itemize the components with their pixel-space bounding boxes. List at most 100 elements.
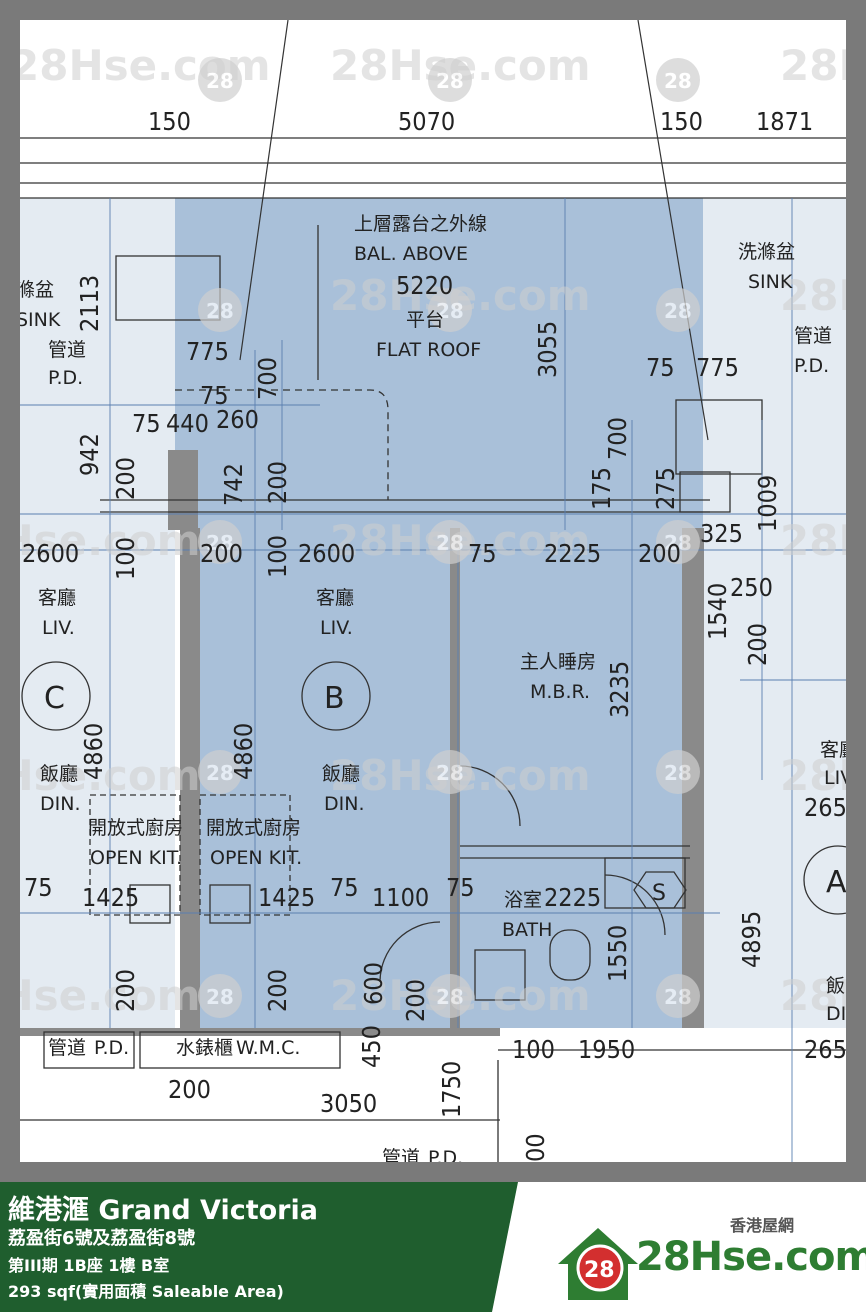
dim-label: 200 (263, 461, 292, 504)
dim-label: 1750 (437, 1061, 466, 1118)
dim-label: 3050 (320, 1089, 377, 1118)
room-label-en: P.D. (94, 1037, 129, 1059)
room-label-en: P.D. (428, 1147, 463, 1162)
watermark-badge-label: 28 (664, 531, 692, 555)
brand-subtitle: 香港屋網 (730, 1216, 795, 1235)
room-label-en: DIN. (324, 793, 365, 815)
watermark-badge-label: 28 (436, 299, 464, 323)
room-label-en: DIN. (40, 793, 81, 815)
dim-label: 325 (700, 519, 743, 548)
flat-roof-area (175, 198, 703, 528)
room-label-cn: 管道 (48, 339, 86, 361)
dim-label: 2600 (22, 539, 79, 568)
dim-label: 260 (216, 405, 259, 434)
dim-label: 200 (200, 539, 243, 568)
dim-label: 4860 (79, 723, 108, 780)
dim-label: 175 (587, 467, 616, 510)
watermark: 28Hse.com (20, 751, 201, 800)
dim-label: 200 (401, 979, 430, 1022)
unit-a-area (703, 198, 846, 1028)
dim-label: 775 (186, 337, 229, 366)
watermark-badge-label: 28 (664, 299, 692, 323)
room-label-en: LIV. (320, 617, 353, 639)
room-label-cn: 飯廳 (40, 763, 78, 785)
dim-label: 450 (357, 1025, 386, 1068)
room-label-cn: 浴室 (504, 889, 542, 911)
room-label-en: P.D. (794, 355, 829, 377)
watermark: 28Hse.com (780, 751, 846, 800)
room-label-en: P.D. (48, 367, 83, 389)
dim-label: 942 (75, 433, 104, 476)
watermark: 28Hse.com (780, 516, 846, 565)
footer-banner (0, 1182, 518, 1312)
dim-label: 600 (359, 962, 388, 1005)
dim-label: 75 (446, 873, 475, 902)
dim-label: 200 (111, 969, 140, 1012)
room-label-cn: 開放式廚房 (206, 816, 301, 839)
room-label-en: SINK (748, 271, 793, 293)
dim-label: 5220 (396, 271, 453, 300)
dim-label: 75 (24, 873, 53, 902)
brand-logo[interactable]: 28 (556, 1204, 856, 1304)
watermark-badge-label: 28 (664, 985, 692, 1009)
room-label-cn: 飯廳 (322, 763, 360, 785)
watermark-badge-label: 28 (436, 531, 464, 555)
dim-label: 1425 (258, 883, 315, 912)
dim-label: 742 (219, 463, 248, 506)
watermark-badge-label: 28 (436, 761, 464, 785)
dim-label: 1425 (82, 883, 139, 912)
brand-name[interactable]: 28Hse.com (636, 1234, 866, 1280)
dim-label: 700 (603, 417, 632, 460)
dim-label: 1950 (578, 1035, 635, 1064)
dim-label: 200 (263, 969, 292, 1012)
dim-label: 2225 (544, 883, 601, 912)
dim-label: 75 (646, 353, 675, 382)
dim-label: 775 (696, 353, 739, 382)
dim-label: 4895 (737, 911, 766, 968)
room-label-cn: 平台 (406, 309, 444, 331)
dim-label: 100 (512, 1035, 555, 1064)
room-label-en: LIV (824, 767, 846, 789)
room-label-en: OPEN KIT. (90, 847, 182, 869)
unit-mark: B (324, 681, 345, 716)
dim-label: 200 (638, 539, 681, 568)
floor-plan-drawing: 28Hse.com 28Hse.com 28Hse.com 28Hse.com … (20, 20, 846, 1162)
dim-label: 4860 (229, 723, 258, 780)
dim-label: 2600 (298, 539, 355, 568)
watermark-badge-label: 28 (206, 299, 234, 323)
watermark-badges: 28 28 28 28 28 28 28 28 28 28 28 28 28 2… (198, 58, 700, 1018)
stove-mark: S (652, 881, 666, 906)
dim-top: 150 (148, 107, 191, 136)
room-label-en: W.M.C. (236, 1037, 300, 1059)
badge-icon (576, 1244, 624, 1292)
watermark-badge-label: 28 (664, 69, 692, 93)
dim-label: 200 (743, 623, 772, 666)
top-dimension-lines (20, 20, 846, 441)
room-label-cn: 客廳 (316, 587, 354, 609)
dim-label: 200 (111, 457, 140, 500)
dim-label: 75 (468, 539, 497, 568)
unit-area: 293 sqf(實用面積 Saleable Area) (8, 1282, 284, 1301)
footer: 維港滙 Grand Victoria 荔盈街6號及荔盈街8號 第III期 1B座… (0, 1182, 866, 1312)
dim-label: 440 (166, 409, 209, 438)
room-label-cn: 管道 (382, 1147, 420, 1162)
room-label-cn: 上層露台之外線 (354, 213, 487, 235)
dim-label: 265 (804, 1035, 846, 1064)
watermark-layer: 28Hse.com 28Hse.com 28Hse.com 28Hse.com … (20, 41, 846, 1020)
interior-lines (20, 225, 846, 1162)
dim-label: 265 (804, 793, 846, 822)
room-label-en: LIV. (42, 617, 75, 639)
dim-label: 00 (521, 1133, 550, 1162)
badge-label: 28 (584, 1258, 615, 1283)
watermark-badge-label: 28 (206, 761, 234, 785)
unit-mark: A (826, 865, 846, 900)
dim-label: 1540 (703, 583, 732, 640)
room-label-en: OPEN KIT. (210, 847, 302, 869)
dim-label: 75 (200, 381, 229, 410)
room-label-en: BATH (502, 919, 552, 941)
watermark-badge-label: 28 (206, 531, 234, 555)
watermark-badge-label: 28 (206, 69, 234, 93)
dim-label: 275 (651, 467, 680, 510)
dim-label: 3235 (605, 661, 634, 718)
